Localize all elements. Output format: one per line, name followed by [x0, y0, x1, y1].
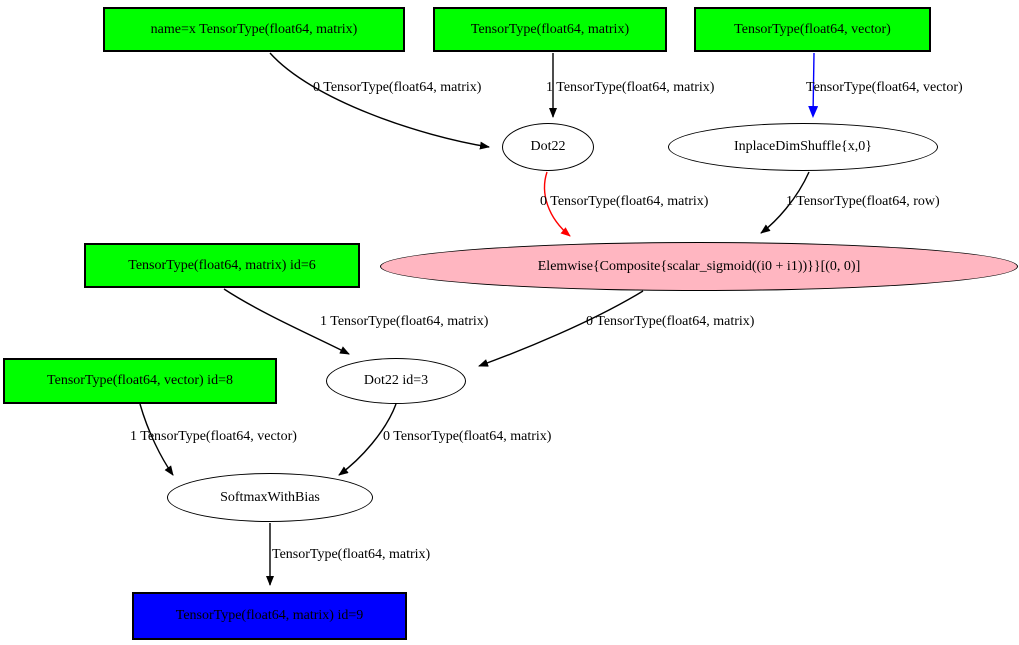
- node-input-x: name=x TensorType(float64, matrix): [103, 7, 405, 52]
- node-inplacedimshuffle: InplaceDimShuffle{x,0}: [668, 123, 938, 171]
- node-input-id8: TensorType(float64, vector) id=8: [3, 358, 277, 404]
- node-input-w: TensorType(float64, matrix): [433, 7, 667, 52]
- edge-label-elemwise-to-dot22id3: 0 TensorType(float64, matrix): [586, 314, 755, 329]
- edge-label-w-to-dot22: 1 TensorType(float64, matrix): [546, 80, 715, 95]
- edge-label-dot22id3-to-softmax: 0 TensorType(float64, matrix): [383, 429, 552, 444]
- node-input-id6: TensorType(float64, matrix) id=6: [84, 243, 360, 288]
- edge-label-softmax-to-id9: TensorType(float64, matrix): [272, 547, 431, 562]
- node-dot22: Dot22: [502, 123, 594, 171]
- node-elemwise-sigmoid: Elemwise{Composite{scalar_sigmoid((i0 + …: [380, 242, 1018, 291]
- edge-label-dimshuffle-to-elemwise: 1 TensorType(float64, row): [786, 194, 940, 209]
- edge-x-to-dot22: [269, 52, 490, 150]
- node-softmaxwithbias: SoftmaxWithBias: [167, 473, 373, 522]
- edge-label-x-to-dot22: 0 TensorType(float64, matrix): [313, 80, 482, 95]
- node-input-v: TensorType(float64, vector): [694, 7, 931, 52]
- node-dot22-id3: Dot22 id=3: [326, 358, 466, 404]
- edge-label-v-to-dimshuffle: TensorType(float64, vector): [806, 80, 963, 95]
- edge-label-id6-to-dot22id3: 1 TensorType(float64, matrix): [320, 314, 489, 329]
- edge-label-id8-to-softmax: 1 TensorType(float64, vector): [130, 429, 297, 444]
- node-output-id9: TensorType(float64, matrix) id=9: [132, 592, 407, 640]
- edge-label-dot22-to-elemwise: 0 TensorType(float64, matrix): [540, 194, 709, 209]
